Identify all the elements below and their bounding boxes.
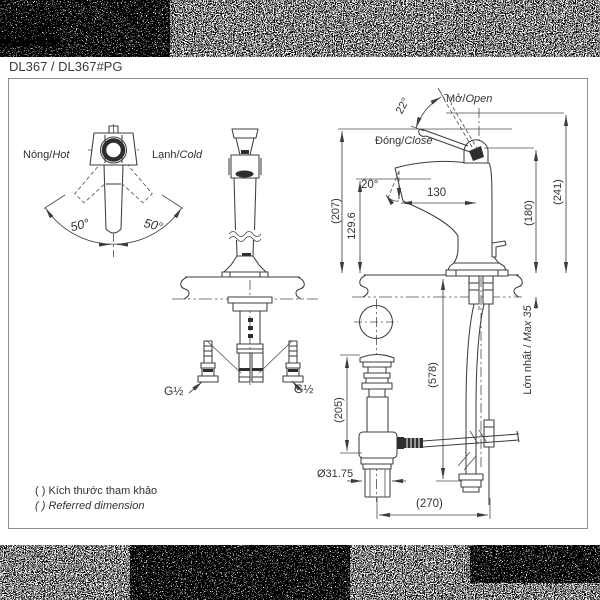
faucet-front-view	[172, 128, 318, 300]
dim-overall-height-open: (241)	[551, 179, 564, 205]
dim-drain-pipe-diameter: Ø31.75	[317, 468, 354, 480]
dim-drain-rod-span: (270)	[416, 498, 443, 510]
model-number: DL367 / DL367#PG	[9, 59, 123, 74]
drawing-border	[8, 78, 588, 529]
dim-max-counter-thickness: Lớn nhất / Max 35	[521, 305, 534, 395]
footnote-english: ( ) Referred dimension	[35, 500, 145, 512]
supply-thread-right-label: G½	[294, 382, 314, 396]
spout-outlet-angle: 20°	[361, 179, 379, 191]
handle-rotation-view	[43, 124, 184, 257]
popup-drain-assembly	[354, 299, 520, 502]
open-label: Mở/Open	[446, 93, 493, 105]
dim-spout-reach: 130	[427, 187, 447, 199]
footnote-vietnamese: ( ) Kích thước tham khảo	[35, 485, 158, 497]
scan-noise-bottom	[0, 545, 600, 600]
supply-thread-left-label: G½	[164, 384, 184, 398]
scan-noise-top	[0, 0, 600, 57]
dim-spout-outlet-height: 129.6	[345, 212, 358, 240]
dim-lever-height: (180)	[522, 200, 535, 226]
cold-label: Lạnh/Cold	[152, 149, 203, 161]
dimension-lines	[338, 112, 569, 519]
counter-side-view	[352, 274, 523, 298]
faucet-side-view	[385, 87, 509, 310]
supply-hoses-and-lift-rod	[457, 275, 495, 505]
dim-overall-depth: (578)	[426, 362, 439, 388]
dim-drain-body-length: (205)	[332, 397, 345, 423]
hot-label: Nóng/Hot	[23, 149, 70, 161]
dim-overall-height-closed: (207)	[329, 198, 342, 224]
close-label: Đóng/Close	[375, 135, 433, 147]
mounting-hardware-front	[188, 280, 304, 394]
